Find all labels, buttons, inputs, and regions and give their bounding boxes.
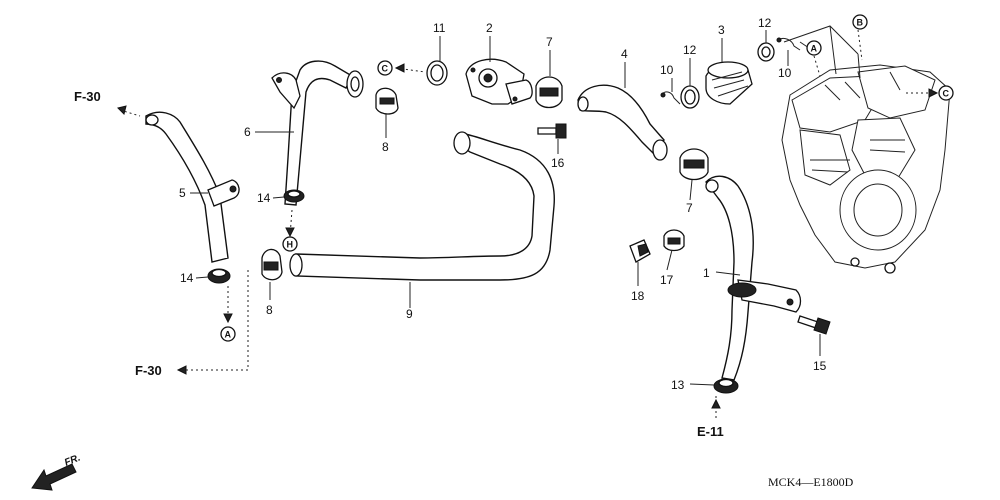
engine-illustration (781, 64, 951, 274)
callout-5: 5 (179, 186, 186, 200)
clamp-8-lower[interactable] (261, 248, 283, 281)
circle-ref-h-mid: H (282, 236, 298, 252)
callout-labels: 1 2 3 4 5 6 7 7 8 8 9 10 10 11 12 12 13 … (179, 16, 827, 392)
callout-10-left: 10 (660, 63, 674, 77)
o-ring-11[interactable] (426, 60, 448, 86)
clamp-7-lower[interactable] (679, 148, 709, 181)
hose-4[interactable] (577, 84, 668, 161)
svg-text:C: C (382, 64, 389, 74)
ring-14-upper[interactable] (283, 189, 305, 203)
ring-14-lower[interactable] (207, 268, 231, 284)
callout-7-upper: 7 (546, 35, 553, 49)
callout-6: 6 (244, 125, 251, 139)
callout-12-right: 12 (758, 16, 772, 30)
circle-ref-a-top: A (806, 40, 822, 56)
bolt-15[interactable] (797, 315, 831, 335)
callout-4: 4 (621, 47, 628, 61)
callout-16: 16 (551, 156, 565, 170)
callout-7-lower: 7 (686, 201, 693, 215)
circle-references: A A B C C H (220, 14, 954, 342)
section-references: F-30 F-30 E-11 (74, 89, 724, 439)
svg-text:H: H (287, 240, 294, 250)
callout-3: 3 (718, 23, 725, 37)
callout-11: 11 (433, 21, 446, 35)
housing-2[interactable] (465, 58, 533, 105)
callout-2: 2 (486, 21, 493, 35)
clip-10-right[interactable] (776, 37, 801, 51)
callout-17: 17 (660, 273, 674, 287)
callout-14-upper: 14 (257, 191, 271, 205)
clip-18[interactable] (629, 239, 651, 263)
pipe-6[interactable] (271, 60, 364, 206)
circle-ref-a-bottom: A (220, 326, 236, 342)
callout-9: 9 (406, 307, 413, 321)
diagram-code: MCK4—E1800D (768, 475, 854, 489)
tube-3[interactable] (705, 61, 753, 105)
ref-f30-top[interactable]: F-30 (74, 89, 101, 104)
callout-15: 15 (813, 359, 827, 373)
hose-9[interactable] (289, 131, 555, 281)
circle-ref-c-right: C (938, 85, 954, 101)
hose-5[interactable] (145, 111, 240, 263)
callout-8-upper: 8 (382, 140, 389, 154)
clip-10-left[interactable] (660, 91, 681, 105)
svg-text:C: C (943, 89, 950, 99)
o-ring-12-left[interactable] (680, 85, 700, 109)
callout-13: 13 (671, 378, 685, 392)
callout-12-left: 12 (683, 43, 697, 57)
arrowheads (117, 63, 939, 409)
svg-text:A: A (811, 44, 818, 54)
clamp-7-upper[interactable] (535, 76, 563, 109)
front-arrow-icon (31, 463, 77, 491)
callout-18: 18 (631, 289, 645, 303)
callout-10-right: 10 (778, 66, 792, 80)
circle-ref-c-left: C (377, 60, 393, 76)
callout-14-lower: 14 (180, 271, 194, 285)
ref-f30-bottom[interactable]: F-30 (135, 363, 162, 378)
svg-text:B: B (857, 18, 864, 28)
hose-1[interactable] (705, 175, 802, 381)
bolt-16[interactable] (537, 123, 567, 139)
front-direction-indicator: FR. (31, 453, 82, 491)
circle-ref-b-top: B (852, 14, 868, 30)
clamp-8-upper[interactable] (375, 87, 399, 115)
o-ring-12-right[interactable] (757, 42, 775, 62)
front-label: FR. (63, 453, 82, 469)
clip-17[interactable] (663, 229, 685, 252)
ref-e11[interactable]: E-11 (697, 424, 724, 439)
svg-text:A: A (225, 330, 232, 340)
callout-8-lower: 8 (266, 303, 273, 317)
ring-13[interactable] (713, 378, 739, 394)
callout-1: 1 (703, 266, 710, 280)
